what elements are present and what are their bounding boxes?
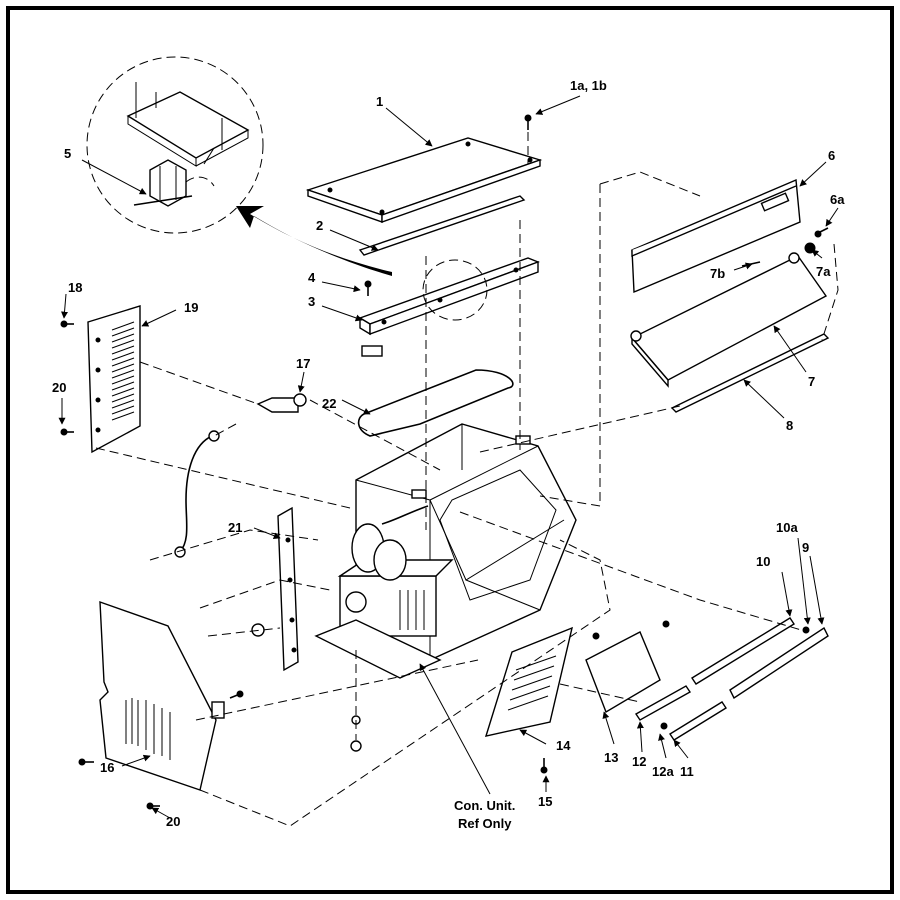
- label-6a: 6a: [830, 192, 845, 207]
- detail-circle: [86, 56, 264, 234]
- condensing-unit: [337, 505, 454, 637]
- label-18: 18: [68, 280, 82, 295]
- label-14: 14: [556, 738, 571, 753]
- strip-10: [691, 617, 795, 685]
- lower-grill-panel: [484, 626, 573, 737]
- label-7b: 7b: [710, 266, 725, 281]
- label-1a-1b: 1a, 1b: [570, 78, 607, 93]
- label-11: 11: [680, 764, 694, 779]
- detail-arrow: [236, 206, 392, 276]
- label-6: 6: [828, 148, 835, 163]
- front-panel: [99, 600, 225, 791]
- label-17: 17: [296, 356, 310, 371]
- label-1: 1: [376, 94, 383, 109]
- label-3: 3: [308, 294, 315, 309]
- top-cover: [305, 137, 543, 223]
- back-panel: [631, 178, 801, 294]
- lid-panel: [630, 242, 828, 388]
- label-13: 13: [604, 750, 618, 765]
- label-8: 8: [786, 418, 793, 433]
- label-7a: 7a: [816, 264, 831, 279]
- label-12: 12: [632, 754, 646, 769]
- label-12a: 12a: [652, 764, 674, 779]
- label-con-unit: Con. Unit.: [454, 798, 515, 813]
- side-grill-panel: [87, 305, 141, 454]
- label-4: 4: [308, 270, 316, 285]
- strip-9: [729, 626, 829, 700]
- leader-lines: [58, 95, 839, 819]
- strip-11: [669, 701, 727, 741]
- part-labels: 1 1a, 1b 2 3 4 5 6 6a 7 7a 7b 8 9 10 10a…: [52, 78, 845, 831]
- label-20-lower: 20: [166, 814, 180, 829]
- label-21: 21: [228, 520, 242, 535]
- capillary-hose: [179, 435, 213, 553]
- label-ref-only: Ref Only: [458, 816, 512, 831]
- assembly-lines: [95, 132, 839, 827]
- diagram-frame: [6, 6, 894, 894]
- vertical-bracket: [251, 506, 299, 672]
- label-22: 22: [322, 396, 336, 411]
- access-plate: [585, 631, 661, 714]
- label-7: 7: [808, 374, 815, 389]
- label-10a: 10a: [776, 520, 798, 535]
- label-16: 16: [100, 760, 114, 775]
- label-5: 5: [64, 146, 71, 161]
- label-19: 19: [184, 300, 198, 315]
- mounting-clip: [256, 397, 299, 413]
- strip-12: [634, 685, 692, 721]
- gasket-loop: [357, 369, 514, 437]
- label-15: 15: [538, 794, 552, 809]
- label-9: 9: [802, 540, 809, 555]
- label-10: 10: [756, 554, 770, 569]
- label-20-upper: 20: [52, 380, 66, 395]
- label-2: 2: [316, 218, 323, 233]
- trim-strip: [358, 195, 526, 256]
- lid-strip: [670, 333, 830, 413]
- base-plate: [314, 619, 442, 679]
- bracket: [358, 257, 540, 357]
